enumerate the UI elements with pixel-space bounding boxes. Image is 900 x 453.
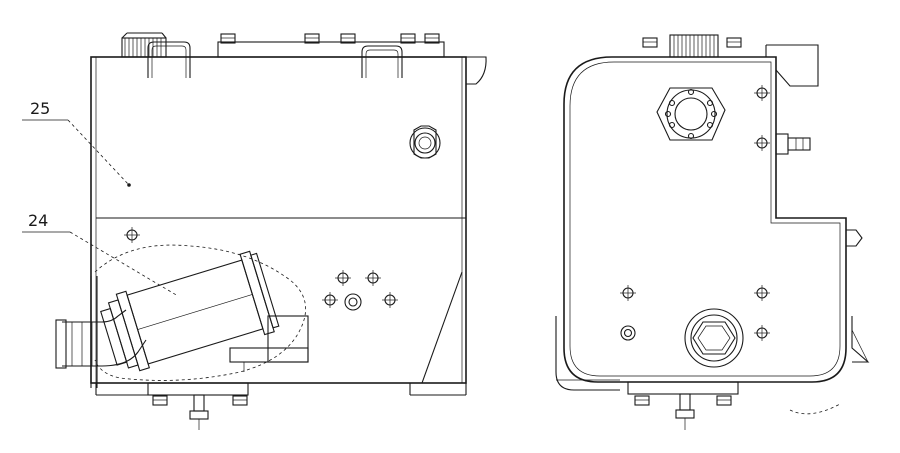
side-view [55, 32, 487, 430]
tank-body-side [90, 56, 467, 384]
sight-plug-end [620, 325, 636, 341]
end-view [555, 34, 870, 430]
top-plate [217, 41, 445, 58]
drain-plug-side [344, 293, 362, 311]
callout-24: 24 [22, 211, 179, 297]
nozzle-end [846, 229, 863, 247]
suction-pipe [62, 309, 127, 323]
filter-envelope [94, 244, 307, 381]
suction-filter [100, 250, 280, 372]
side-gauge [409, 125, 441, 159]
drain-plug-end [684, 308, 744, 368]
base-plate-side [147, 382, 249, 396]
callout-25: 25 [22, 99, 130, 186]
bottom-drain-end [675, 393, 695, 430]
top-bracket-end [766, 44, 819, 87]
lifting-handle-left [147, 41, 191, 78]
lifting-handle-right [361, 45, 403, 78]
filler-cap [121, 32, 167, 58]
callout-label-25: 25 [30, 99, 50, 118]
right-support-end [851, 316, 870, 363]
bracket-box [267, 315, 309, 363]
bottom-drain-side [189, 394, 209, 430]
tank-body-end [563, 56, 847, 383]
flange-plate [656, 87, 726, 141]
callout-label-24: 24 [28, 211, 48, 230]
filler-cap-end [669, 34, 719, 58]
right-bracket [466, 56, 487, 85]
base-plate-end [627, 381, 739, 395]
side-fitting-end [775, 133, 811, 155]
